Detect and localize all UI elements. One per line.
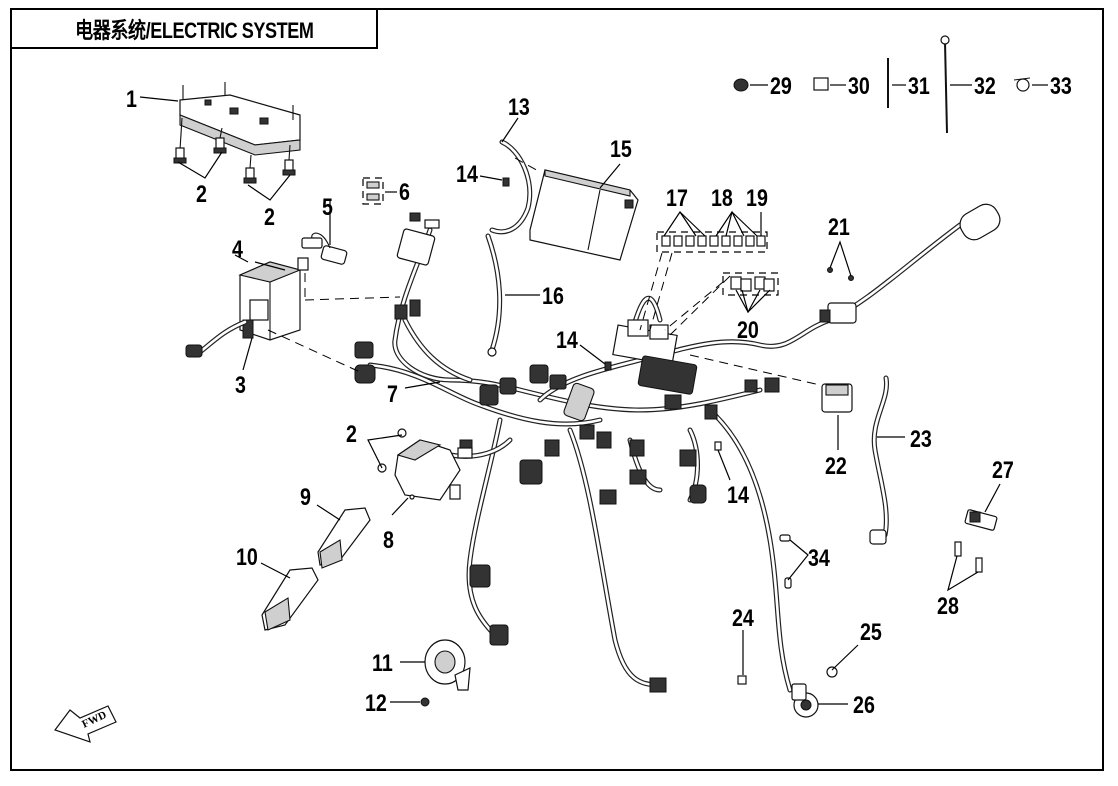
callout-26: 26	[853, 691, 875, 718]
callout-6: 6	[399, 178, 410, 205]
part-connector-cover-10	[261, 567, 319, 631]
callout-17: 17	[666, 184, 688, 211]
part-pad	[813, 77, 829, 91]
title-box: 电器系统/ELECTRIC SYSTEM	[10, 8, 378, 49]
part-connector-cover-9	[317, 507, 371, 569]
callout-32: 32	[974, 72, 996, 99]
part-grommet	[733, 78, 749, 92]
callout-18: 18	[711, 184, 733, 211]
fwd-arrow-icon: FWD	[54, 705, 117, 743]
part-starter-solenoid	[737, 666, 838, 718]
bolt-14	[502, 177, 722, 451]
part-ground-cable	[869, 375, 890, 545]
part-battery	[529, 169, 639, 261]
callout-2: 2	[346, 420, 357, 447]
page-title: 电器系统/ELECTRIC SYSTEM	[74, 17, 314, 43]
callout-33: 33	[1050, 72, 1072, 99]
callout-15: 15	[610, 135, 632, 162]
callout-27: 27	[992, 456, 1014, 483]
callout-16: 16	[542, 282, 564, 309]
callout-2: 2	[264, 203, 275, 230]
callout-29: 29	[770, 72, 792, 99]
callout-22: 22	[825, 452, 847, 479]
part-relays-20	[722, 272, 779, 296]
callout-23: 23	[910, 425, 932, 452]
callout-31: 31	[908, 72, 930, 99]
callout-14: 14	[556, 326, 579, 353]
callout-20: 20	[737, 316, 759, 343]
callout-10: 10	[236, 543, 258, 570]
callout-19: 19	[746, 184, 768, 211]
callout-3: 3	[235, 371, 246, 398]
callout-28: 28	[937, 592, 959, 619]
part-battery-cable-negative	[485, 233, 503, 357]
callout-13: 13	[508, 93, 530, 120]
part-ecu	[377, 428, 473, 501]
part-connector-cap	[779, 534, 792, 589]
callout-9: 9	[300, 483, 311, 510]
callout-2: 2	[196, 180, 207, 207]
callout-25: 25	[860, 618, 882, 645]
harness-fuse-block	[612, 319, 698, 395]
diagram-frame	[10, 8, 1104, 771]
part-sensor-21	[819, 203, 1001, 324]
callouts: 1 2 2 2 3 4 5 6 7 8 9 10 11 12 13 14 14 …	[126, 72, 1072, 718]
part-clip	[362, 177, 440, 229]
callout-8: 8	[383, 526, 394, 553]
callout-14: 14	[727, 481, 750, 508]
part-sensor	[297, 232, 348, 271]
callout-1: 1	[126, 85, 137, 112]
callout-24: 24	[732, 604, 755, 631]
callout-11: 11	[372, 649, 393, 676]
bolt-set	[173, 117, 296, 184]
callout-5: 5	[322, 193, 333, 220]
callout-12: 12	[365, 689, 387, 716]
callout-4: 4	[232, 235, 244, 262]
part-regulator	[821, 383, 853, 413]
part-battery-cable-positive	[489, 139, 533, 235]
callout-7: 7	[387, 380, 398, 407]
callout-34: 34	[808, 544, 831, 571]
leader-lines	[139, 84, 1048, 705]
part-fuse-row	[656, 231, 768, 253]
part-cable-tie-32	[940, 35, 950, 134]
part-fuse-relay-box	[179, 82, 301, 156]
callout-21: 21	[828, 213, 850, 240]
callout-14: 14	[456, 160, 479, 187]
part-clip-33	[1013, 77, 1031, 92]
callout-30: 30	[848, 72, 870, 99]
part-switch	[954, 509, 998, 573]
part-relay-assembly	[185, 261, 302, 358]
assembly-dash-lines	[267, 157, 821, 386]
part-nut-12	[420, 697, 430, 707]
part-horn	[424, 639, 471, 691]
harness-connectors	[354, 228, 780, 693]
